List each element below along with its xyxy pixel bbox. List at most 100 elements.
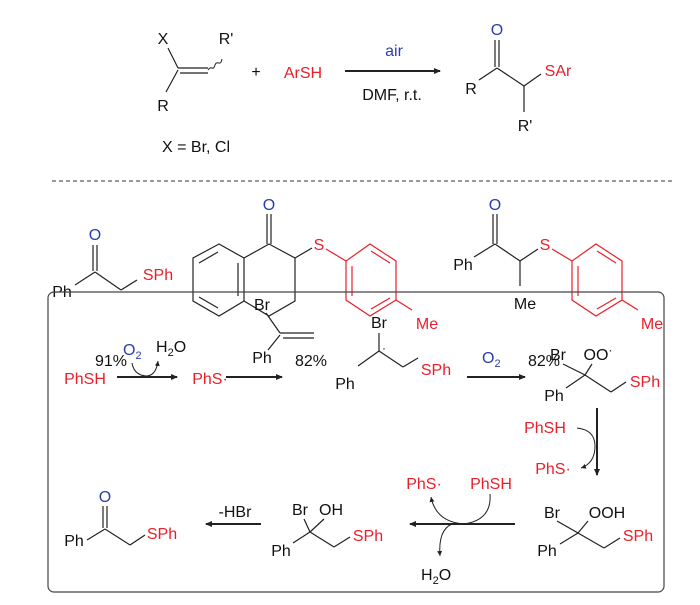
- final-product: O Ph SPh: [64, 489, 177, 550]
- bond: [565, 374, 586, 389]
- reduction-phs-radical: PhS·: [406, 476, 442, 493]
- general-reaction: X R' R X = Br, Cl + ArSH air DMF, r.t. O…: [157, 22, 572, 156]
- label-ph: Ph: [64, 533, 84, 550]
- label-ph: Ph: [544, 388, 564, 405]
- bond: [584, 363, 593, 376]
- benzene-ring: [192, 243, 245, 317]
- bond: [551, 248, 573, 262]
- bond: [325, 248, 347, 262]
- label-ph: Ph: [335, 376, 355, 393]
- label-ph: Ph: [453, 257, 473, 274]
- o2-reagent: O2: [123, 342, 142, 362]
- label-sph: SPh: [147, 526, 177, 543]
- bond: [357, 350, 380, 367]
- bond: [478, 67, 498, 81]
- label-o: O: [99, 489, 111, 506]
- bromohydrin-intermediate: Br OH Ph SPh: [271, 502, 383, 560]
- bond: [559, 532, 579, 545]
- label-me-alkyl: Me: [514, 296, 536, 313]
- example-2: O S Me 82%: [192, 197, 438, 370]
- label-br: Br: [550, 347, 567, 364]
- yield: 82%: [295, 353, 327, 370]
- label-ph: Ph: [271, 543, 291, 560]
- bond: [603, 537, 621, 549]
- bond: [104, 528, 131, 546]
- hat-phs-radical: PhS·: [535, 461, 571, 478]
- bond: [165, 69, 179, 93]
- bond: [303, 518, 311, 533]
- bond: [496, 67, 525, 87]
- reduction-phsh: PhSH: [470, 476, 512, 493]
- h2o-byproduct: H2O: [156, 339, 186, 359]
- mechanism-box: [47, 291, 665, 593]
- o2-step-reagent: O2: [482, 350, 501, 370]
- tolyl-ring: [571, 243, 623, 317]
- curved-arrow: [576, 427, 596, 469]
- mechanism: PhSH O2 H2O PhS· Br Ph Br · Ph SPh O2 Br: [64, 297, 660, 587]
- label-r: R: [465, 81, 477, 98]
- bond: [523, 73, 542, 87]
- label-o: O: [491, 22, 503, 39]
- double-bond: [198, 251, 219, 264]
- cyclohexanone-ring: [243, 243, 296, 317]
- bond: [494, 243, 521, 262]
- label-o: O: [89, 227, 101, 244]
- example-3: O Ph Me S Me 82%: [453, 197, 663, 370]
- label-sph: SPh: [143, 267, 173, 284]
- bond: [402, 357, 419, 368]
- curved-arrow: [429, 493, 491, 525]
- label-oh: OH: [319, 502, 343, 519]
- curved-arrow: [437, 523, 453, 557]
- yield: 82%: [528, 353, 560, 370]
- bond: [378, 350, 404, 368]
- bond: [267, 334, 281, 351]
- double-bond: [596, 250, 617, 264]
- label-x: X: [158, 31, 169, 48]
- label-sph: SPh: [623, 528, 653, 545]
- curved-arrow: [131, 360, 160, 377]
- bond: [265, 312, 281, 334]
- peroxy-radical-intermediate: Br OO· Ph SPh: [544, 343, 660, 405]
- bond: [556, 520, 579, 534]
- bond: [294, 247, 313, 259]
- label-r-prime: R': [518, 118, 533, 135]
- label-br: Br: [371, 315, 388, 332]
- label-s: S: [314, 237, 325, 254]
- bond: [120, 279, 138, 291]
- bond: [577, 532, 605, 549]
- thiyl-radical: PhS·: [192, 371, 228, 388]
- condition-air: air: [385, 43, 403, 60]
- yield: 91%: [95, 353, 127, 370]
- bond: [129, 534, 146, 546]
- bond: [473, 243, 496, 258]
- condition-solvent-temp: DMF, r.t.: [362, 87, 422, 104]
- vinyl-ph: Ph: [252, 350, 272, 367]
- bond: [86, 528, 106, 541]
- bond: [584, 374, 612, 393]
- tolyl-ring: [345, 243, 397, 317]
- bond: [395, 299, 413, 311]
- label-r-prime: R': [219, 31, 234, 48]
- radical-dot: ·: [382, 341, 386, 355]
- label-sph: SPh: [421, 362, 451, 379]
- bond: [74, 271, 96, 286]
- double-bond: [596, 297, 617, 310]
- label-r: R: [157, 98, 169, 115]
- bond: [562, 363, 586, 376]
- bond: [167, 47, 179, 69]
- hat-phsh: PhSH: [524, 420, 566, 437]
- label-oo: OO·: [584, 343, 613, 364]
- label-sar: SAr: [545, 63, 572, 80]
- label-o: O: [489, 197, 501, 214]
- example-1: O Ph SPh 91%: [52, 227, 173, 370]
- label-o: O: [263, 197, 275, 214]
- bond: [621, 299, 639, 311]
- bond: [519, 248, 539, 262]
- label-br: Br: [544, 505, 561, 522]
- bond: [309, 518, 325, 533]
- elimination-label: -HBr: [219, 504, 253, 521]
- bond: [333, 536, 351, 548]
- bond: [94, 271, 122, 291]
- carbon-radical-intermediate: Br · Ph SPh: [335, 315, 451, 393]
